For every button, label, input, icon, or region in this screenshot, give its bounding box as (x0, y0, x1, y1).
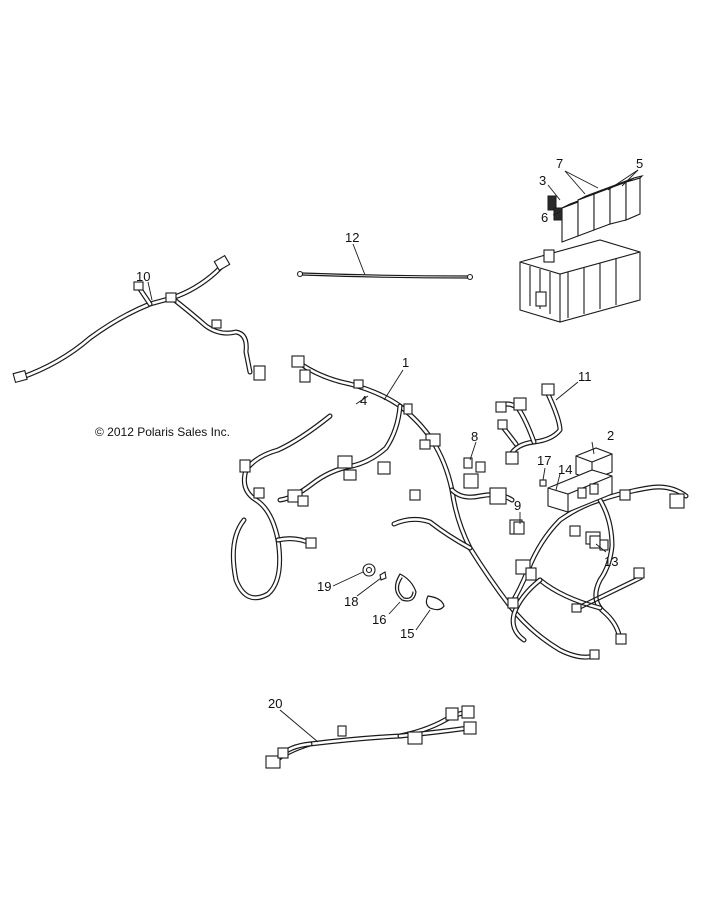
part-17-fastener (539, 479, 547, 487)
callout-10: 10 (136, 269, 150, 284)
callout-7: 7 (556, 156, 563, 171)
part-11-sub-harness (495, 383, 563, 465)
callout-20: 20 (268, 696, 282, 711)
callout-16: 16 (372, 612, 386, 627)
callout-2: 2 (607, 428, 614, 443)
part-18-clip (379, 571, 387, 581)
callout-3: 3 (539, 173, 546, 188)
callout-18: 18 (344, 594, 358, 609)
relay-stack (547, 174, 644, 243)
part-13-connector (589, 535, 609, 551)
callout-8: 8 (471, 429, 478, 444)
callout-6: 6 (541, 210, 548, 225)
callout-12: 12 (345, 230, 359, 245)
callout-15: 15 (400, 626, 414, 641)
part-2-relay-bracket (547, 447, 613, 513)
part-20-lower-harness (265, 705, 477, 769)
callout-13: 13 (604, 554, 618, 569)
copyright-notice: © 2012 Polaris Sales Inc. (95, 425, 230, 439)
callout-17: 17 (537, 453, 551, 468)
part-10-rear-harness (12, 254, 266, 384)
leader-lines (147, 169, 639, 743)
part-12-jumper-wire (296, 270, 474, 281)
callout-5: 5 (636, 156, 643, 171)
part-19-grommet (362, 563, 376, 577)
part-9-connector (513, 521, 525, 535)
part-1-main-harness (230, 355, 689, 660)
callout-9: 9 (514, 498, 521, 513)
callout-11: 11 (578, 369, 592, 384)
callout-14: 14 (558, 462, 572, 477)
part-8-connector (463, 457, 473, 469)
callout-4: 4 (360, 393, 367, 408)
part-16-tie-strap (394, 573, 417, 602)
fuse-relay-box (519, 174, 644, 323)
callout-1: 1 (402, 355, 409, 370)
callouts: 1 2 3 4 5 6 7 8 9 10 11 12 13 14 15 16 1… (136, 156, 643, 711)
part-15-tie-strap (425, 595, 445, 611)
callout-19: 19 (317, 579, 331, 594)
